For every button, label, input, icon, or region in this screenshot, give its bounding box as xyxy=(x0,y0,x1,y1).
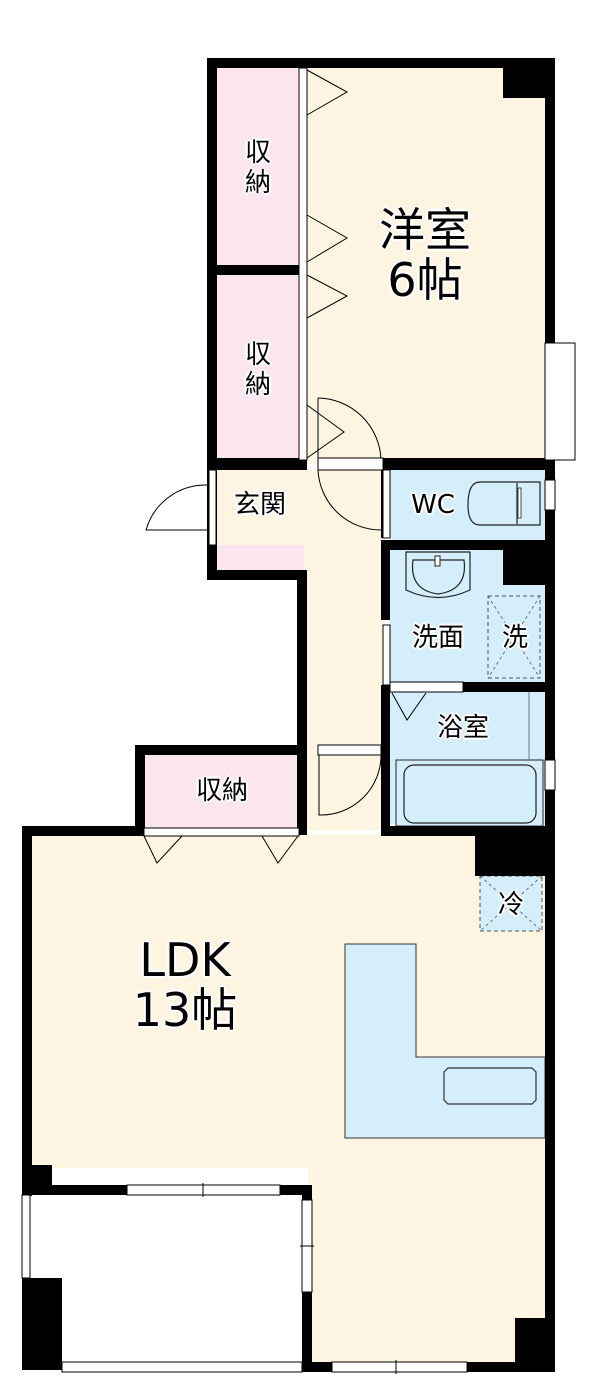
storage-2-floor xyxy=(216,275,301,462)
storage-1-floor xyxy=(216,68,301,265)
ldk-size: 13帖 xyxy=(132,983,238,1037)
entrance-step xyxy=(216,545,304,570)
western-room-floor xyxy=(307,68,550,464)
storage-2-label: 収 納 xyxy=(243,340,273,400)
ldk-name: LDK xyxy=(139,933,231,987)
western-room-size: 6帖 xyxy=(387,253,463,307)
toilet-fixture xyxy=(467,481,541,526)
washroom-label: 洗面 xyxy=(411,623,464,653)
ldk-lower-floor xyxy=(308,1160,545,1366)
bathroom-label: 浴室 xyxy=(436,713,489,743)
storage-3-label: 収納 xyxy=(195,776,248,806)
ldk-label: LDK 13帖 xyxy=(110,935,260,1035)
fridge-space-label: 冷 xyxy=(497,890,524,920)
hallway-floor xyxy=(304,470,384,830)
storage-1-char-1: 収 xyxy=(244,138,271,168)
storage-3-floor xyxy=(144,755,299,828)
entrance-label: 玄関 xyxy=(233,490,286,520)
kitchen-sink xyxy=(443,1067,537,1105)
storage-2-char-1: 収 xyxy=(244,340,271,370)
entrance-floor xyxy=(216,470,304,545)
storage-1-char-2: 納 xyxy=(244,168,271,198)
western-room-name: 洋室 xyxy=(379,203,471,257)
storage-2-char-2: 納 xyxy=(244,370,271,400)
western-room-label: 洋室 6帖 xyxy=(355,205,495,305)
storage-1-label: 収 納 xyxy=(243,138,273,198)
walls xyxy=(22,58,555,1372)
washer-space-label: 洗 xyxy=(501,623,528,653)
washer-space-box xyxy=(487,595,541,679)
toilet-label: WC xyxy=(411,490,455,520)
